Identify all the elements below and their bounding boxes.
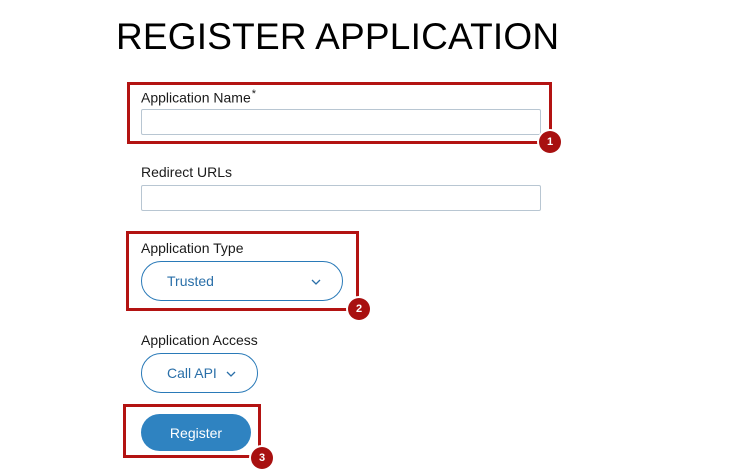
- redirect-urls-label: Redirect URLs: [141, 164, 233, 180]
- callout-badge-2: 2: [348, 298, 370, 320]
- callout-badge-1: 1: [539, 131, 561, 153]
- page-title: REGISTER APPLICATION: [116, 16, 560, 57]
- app-access-label: Application Access: [141, 332, 258, 348]
- app-name-label: Application Name*: [141, 88, 256, 106]
- redirect-urls-input[interactable]: [141, 185, 541, 211]
- app-type-selected-value: Trusted: [167, 273, 214, 289]
- chevron-down-icon: [226, 371, 236, 377]
- app-access-selected-value: Call API: [167, 365, 217, 381]
- app-name-input[interactable]: [141, 109, 541, 135]
- callout-badge-3: 3: [251, 447, 273, 469]
- chevron-down-icon: [311, 279, 321, 285]
- register-button[interactable]: Register: [141, 414, 251, 451]
- app-access-select[interactable]: Call API: [141, 353, 258, 393]
- app-name-label-text: Application Name: [141, 89, 251, 106]
- app-type-label: Application Type: [141, 240, 244, 256]
- app-type-select[interactable]: Trusted: [141, 261, 343, 301]
- required-asterisk: *: [251, 88, 257, 100]
